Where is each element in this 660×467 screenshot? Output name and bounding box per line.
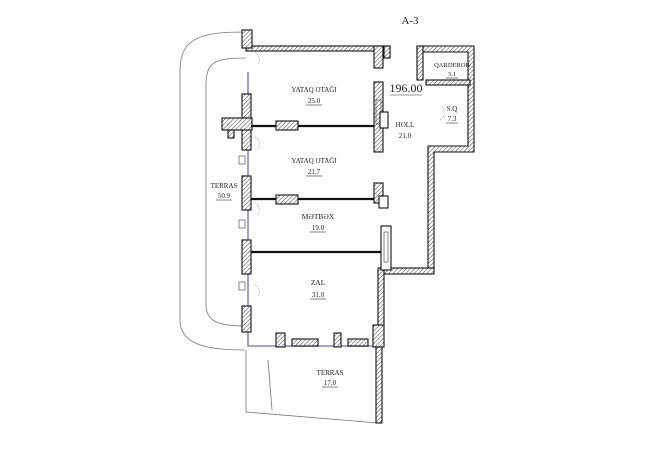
room-qarderob-name: QARDEROB	[434, 62, 470, 69]
wall-west-2	[241, 175, 252, 211]
door-swing-holl	[439, 105, 445, 121]
wall-holl-unit	[379, 111, 389, 129]
room-metbex-area: 19.0	[312, 224, 325, 232]
room-zal: ZAL 31.0	[310, 278, 326, 300]
door-swing-3	[253, 201, 260, 215]
room-yataq-1: YATAQ OTAĞI 25.0	[291, 86, 337, 106]
terrace-outline-south	[245, 350, 379, 424]
terrace-outline-west	[179, 31, 247, 351]
room-terras-west-name: TERRAS	[211, 182, 238, 190]
wall-north-end	[383, 45, 391, 59]
room-metbex: MƏTBƏX 19.0	[302, 212, 335, 233]
room-zal-area: 31.0	[312, 291, 325, 299]
room-yataq-1-name: YATAQ OTAĞI	[291, 86, 337, 94]
wall-east	[416, 45, 475, 269]
room-holl: HOLL 21.0	[396, 121, 415, 140]
wall-qarderob-divider	[425, 79, 471, 86]
window-west-1	[238, 155, 246, 165]
door-swing-4	[253, 283, 260, 297]
room-sq: S.Q 7.3	[446, 105, 458, 124]
room-yataq-1-area: 25.0	[308, 97, 321, 105]
door-swing-1	[253, 51, 260, 65]
wall-south-east-pillar	[372, 324, 385, 348]
total-area: 196.00	[390, 81, 423, 95]
room-holl-area: 21.0	[399, 132, 412, 140]
room-yataq-2-area: 21.7	[308, 168, 321, 176]
wall-south-4	[347, 338, 369, 347]
wall-west-bump	[221, 117, 253, 131]
room-zal-name: ZAL	[311, 278, 326, 287]
room-qarderob-area: 3.1	[448, 71, 456, 78]
wall-nw-pillar	[241, 29, 253, 49]
terrace-inner-west	[205, 57, 247, 327]
room-yataq-2: YATAQ OTAĞI 21.7	[291, 157, 337, 177]
window-west-2	[238, 219, 246, 229]
room-metbex-name: MƏTBƏX	[302, 212, 335, 221]
partition-bed1-bed2-block	[275, 120, 299, 131]
room-terras-south-name: TERRAS	[317, 369, 344, 377]
room-qarderob: QARDEROB 3.1	[434, 62, 471, 79]
wall-terras-east	[375, 346, 383, 424]
wall-east-lower	[377, 267, 385, 329]
partition-bed2-kitchen-block	[275, 194, 299, 205]
room-terras-west: TERRAS 50.9	[211, 182, 238, 201]
terrace-south-diagonal	[267, 359, 273, 411]
wall-north	[245, 45, 391, 52]
room-yataq-2-name: YATAQ OTAĞI	[291, 157, 337, 165]
room-sq-area: 7.3	[448, 115, 457, 123]
room-terras-south: TERRAS 17.0	[317, 369, 344, 388]
wall-west-4	[241, 305, 252, 333]
unit-code: A-3	[401, 15, 419, 27]
wall-west-3	[241, 239, 252, 275]
wall-qarderob-west	[416, 45, 424, 81]
window-west-3	[238, 281, 246, 291]
room-sq-name: S.Q	[447, 105, 458, 113]
wall-west-bump-lower	[227, 129, 235, 139]
door-swing-2	[253, 135, 260, 149]
wall-south-2	[291, 338, 319, 347]
wall-south-1	[275, 332, 286, 348]
wall-south-3	[333, 332, 342, 348]
wall-bed1-closet	[373, 45, 384, 69]
kitchen-counter-inner	[383, 231, 389, 263]
room-terras-west-area: 50.9	[218, 192, 231, 200]
wall-kitchen-pillar-lower	[378, 195, 389, 209]
room-holl-name: HOLL	[396, 121, 415, 129]
kitchen-counter	[380, 225, 392, 271]
glazing-west	[247, 72, 378, 347]
room-terras-south-area: 17.0	[324, 379, 337, 387]
